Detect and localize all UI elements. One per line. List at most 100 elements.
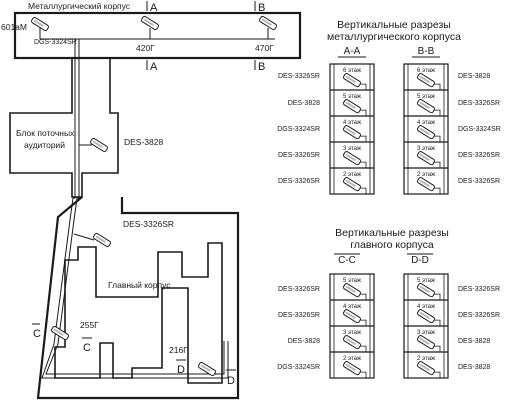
switch-label: DES-3326SR (278, 152, 320, 159)
main-building-label: Главный корпус (108, 280, 171, 290)
lecture-block-label-line1: Блок поточных (16, 128, 75, 138)
switch-ports (419, 363, 430, 372)
lecture-block-label-line2: аудиторий (24, 140, 65, 150)
switch-icon (417, 335, 435, 350)
section-d-switch-labels: DES-3326SR DES-3326SR DES-3828 DES-3828 (458, 286, 500, 371)
switch-icon (417, 151, 435, 166)
cable-trunk-inner (44, 38, 225, 375)
switch-label: DES-3828 (458, 73, 490, 80)
section-b-label: B-B (418, 46, 435, 57)
switch-icon (343, 309, 361, 324)
switch-icon (343, 177, 361, 192)
cable-riser (360, 135, 367, 142)
switch-icon (343, 125, 361, 140)
cable-riser (360, 319, 367, 326)
floor-label: 4 этаж (343, 120, 361, 126)
switch-icon (417, 125, 435, 140)
switch-icon (417, 309, 435, 324)
switch-ports (419, 337, 430, 346)
cut-d-left-label: D (177, 364, 185, 376)
floor-label: 2 этаж (343, 356, 361, 362)
cut-b-top-label: B (258, 2, 265, 14)
switch-icon (51, 325, 69, 341)
cable-riser (360, 109, 367, 116)
switch-ports (345, 337, 356, 346)
section-a-switch-labels: DES-3326SR DES-3828 DGS-3324SR DES-3326S… (277, 73, 320, 185)
floor-label: 4 этаж (417, 120, 435, 126)
switch-ports (419, 311, 430, 320)
switch-icon (259, 15, 277, 31)
cable-riser (360, 345, 367, 352)
switch-label: DES-3828 (124, 137, 163, 147)
section-a-label: A-A (344, 46, 361, 57)
metallurgical-sections: Вертикальные разрезы металлургического к… (277, 19, 501, 195)
floor-label: 3 этаж (417, 330, 435, 336)
switch-label: DES-3326SR (458, 178, 500, 185)
switch-icon (90, 137, 108, 153)
floor-label: 5 этаж (417, 94, 435, 100)
switch-icon (343, 361, 361, 376)
metallurgical-sections-title-line1: Вертикальные разрезы (337, 19, 451, 31)
switch-ports (345, 75, 356, 84)
floor-label: 3 этаж (343, 146, 361, 152)
metallurgical-building-label: Металлургический корпус (28, 1, 131, 11)
floor-label: 2 этаж (343, 172, 361, 178)
switch-label: DES-3326SR (278, 312, 320, 319)
floor-label: 3 этаж (417, 146, 435, 152)
metallurgical-sections-title-line2: металлургического корпуса (327, 31, 461, 43)
room-420-label: 420Г (136, 43, 155, 53)
switch-icon (343, 151, 361, 166)
switch-icon (31, 16, 49, 32)
section-b-switch-labels: DES-3828 DES-3326SR DGS-3324SR DES-3326S… (458, 73, 501, 185)
switch-label: DES-3326SR (278, 73, 320, 80)
cut-a-top-label: A (150, 2, 158, 14)
cut-d-right-label: D (227, 375, 235, 387)
switch-ports (419, 179, 430, 188)
switch-icon (343, 73, 361, 88)
switch-ports (419, 127, 430, 136)
switch-icon (93, 232, 111, 248)
switch-ports (345, 311, 356, 320)
section-c-label: C-C (338, 255, 356, 266)
room-470-label: 470Г (255, 43, 274, 53)
switch-label: DES-3828 (288, 100, 320, 107)
switch-ports (345, 153, 356, 162)
cable-riser (434, 109, 441, 116)
section-d-label: D-D (411, 255, 429, 266)
switch-label: DGS-3324SR (458, 126, 501, 133)
switch-ports (419, 285, 430, 294)
floor-label: 3 этаж (343, 330, 361, 336)
floor-label: 6 этаж (417, 68, 435, 74)
switch-ports (419, 101, 430, 110)
main-building-courtyard (54, 242, 223, 384)
switch-ports (345, 127, 356, 136)
cut-c-right-label: C (83, 342, 91, 354)
main-sections: Вертикальные разрезы главного корпуса C-… (277, 227, 500, 379)
switch-icon (343, 99, 361, 114)
floor-label: 2 этаж (417, 172, 435, 178)
switch-label: DES-3828 (458, 364, 490, 371)
cable-riser (434, 187, 441, 194)
switch-label: DES-3326SR (458, 100, 500, 107)
switch-ports (419, 75, 430, 84)
switch-icon (198, 361, 216, 377)
main-sections-title-line1: Вертикальные разрезы (335, 227, 449, 239)
cable-riser (434, 371, 441, 378)
switch-ports (345, 101, 356, 110)
cable-riser (360, 371, 367, 378)
floor-label: 2 этаж (417, 356, 435, 362)
cut-b-bottom-label: B (258, 61, 265, 73)
cut-a-bottom-label: A (150, 61, 158, 73)
floor-label: 4 этаж (343, 304, 361, 310)
switch-icon (417, 177, 435, 192)
cable-trunk-outer (39, 25, 229, 379)
cable-riser (360, 161, 367, 168)
cable-riser (360, 83, 367, 90)
switch-ports (345, 285, 356, 294)
switch-label: DES-3326SR (278, 286, 320, 293)
switch-ports (345, 363, 356, 372)
switch-label: DES-3326SR (123, 219, 174, 229)
switch-icon (141, 15, 159, 31)
